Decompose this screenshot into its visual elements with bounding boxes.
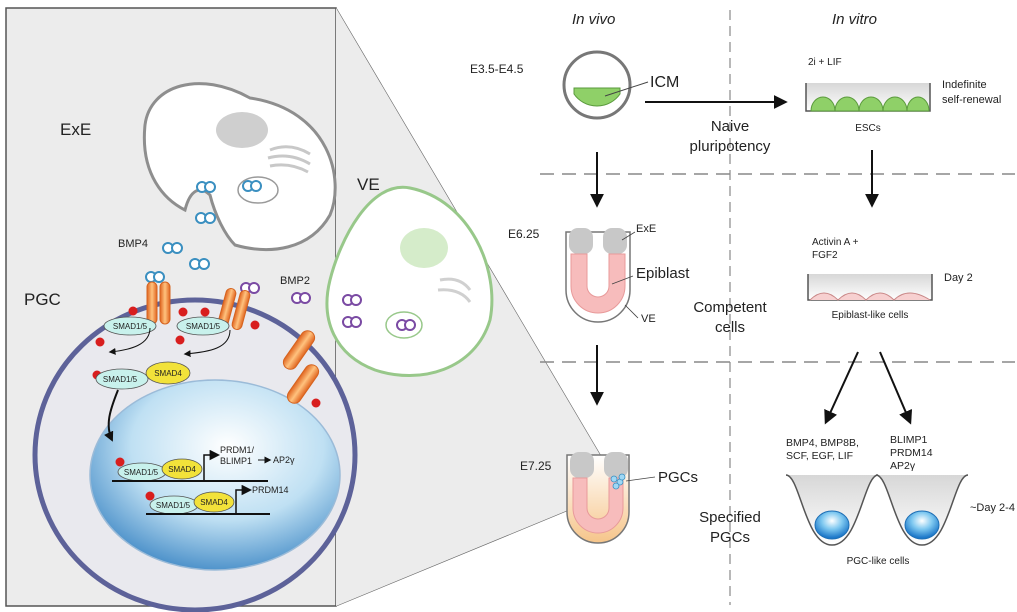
exe-small-label: ExE — [636, 223, 656, 235]
bmp2-label: BMP2 — [280, 275, 310, 287]
pgclc-well-right — [875, 474, 969, 546]
target-prdm1-line1: PRDM1/ — [220, 445, 255, 455]
pgc-label: PGC — [24, 290, 61, 309]
cond2-line2: PRDM14 — [890, 447, 933, 459]
e725-embryo — [566, 452, 630, 544]
icm-pointer — [604, 81, 649, 97]
nuclear-import-arrow — [104, 389, 119, 442]
tss-arrow-1 — [203, 449, 221, 481]
target-prdm1-line2: BLIMP1 — [220, 456, 252, 466]
target-prdm14: PRDM14 — [252, 485, 289, 495]
smad4-label-3: SMAD4 — [200, 498, 228, 507]
exe-label: ExE — [60, 120, 91, 139]
split-arrow-right — [879, 351, 913, 425]
day2-label: Day 2 — [944, 272, 973, 284]
pgclc-well-left — [785, 474, 879, 546]
self-renewal-line1: Indefinite — [942, 79, 987, 91]
pgc-like-label: PGC-like cells — [847, 556, 910, 567]
competent-label-line2: cells — [715, 319, 745, 336]
medium-2i-lif: 2i + LIF — [808, 57, 842, 68]
epiblast-like-label: Epiblast-like cells — [832, 310, 909, 321]
blastocyst — [562, 50, 632, 120]
stage-e35-label: E3.5-E4.5 — [470, 62, 524, 76]
self-renewal-line2: self-renewal — [942, 94, 1001, 106]
smad-complex-nucleus-1: SMAD1/5 SMAD4 PRDM1/ BLIMP1 AP2γ — [112, 445, 295, 482]
bmp4-label: BMP4 — [118, 238, 148, 250]
cond2-line1: BLIMP1 — [890, 434, 928, 446]
naive-label-line1: Naive — [711, 118, 749, 135]
tss-arrow-2 — [235, 484, 253, 514]
in-vitro-header: In vitro — [832, 11, 877, 28]
icm-label: ICM — [650, 74, 679, 91]
escs-label: ESCs — [855, 123, 881, 134]
day24-label: ~Day 2-4 — [970, 502, 1015, 514]
smad15-cytoplasm-2: SMAD1/5 — [176, 316, 230, 336]
split-arrow-left — [824, 351, 859, 425]
cond1-line2: SCF, EGF, LIF — [786, 450, 853, 462]
pgcs-label: PGCs — [658, 469, 698, 486]
e625-embryo — [565, 228, 631, 323]
pgc-nucleus — [89, 379, 341, 571]
epilc-dish — [807, 274, 933, 301]
activin-line1: Activin A + — [812, 237, 859, 248]
ve-nucleus — [400, 228, 448, 268]
smad15-label-4: SMAD1/5 — [124, 468, 159, 477]
smad15-label-2: SMAD1/5 — [186, 322, 221, 331]
exe-nucleus — [216, 112, 268, 148]
ve-cell — [325, 185, 494, 378]
bmp4-ligands — [145, 180, 262, 283]
receptor-arrow-2 — [183, 329, 231, 358]
smad15-label-5: SMAD1/5 — [156, 501, 191, 510]
in-vivo-header: In vivo — [572, 11, 615, 28]
left-panel: SMAD1/5 SMAD1/5 SMAD1/5 SMAD4 SMAD1/5 SM… — [5, 7, 613, 612]
smad15-label-3: SMAD1/5 — [103, 375, 138, 384]
exe-cell — [142, 82, 337, 252]
phospho-sites — [92, 306, 321, 501]
smad-complex-nucleus-2: SMAD1/5 SMAD4 PRDM14 — [146, 484, 289, 515]
cond2-line3: AP2γ — [890, 460, 916, 472]
smad15-cytoplasm-1: SMAD1/5 — [103, 316, 157, 336]
competent-label-line1: Competent — [693, 299, 767, 316]
ve-small-label: VE — [641, 313, 656, 325]
epiblast-label: Epiblast — [636, 265, 690, 282]
smad-complex-cytoplasm: SMAD1/5 SMAD4 — [95, 361, 191, 390]
smad4-label-2: SMAD4 — [168, 465, 196, 474]
right-panel: In vivo In vitro E3.5-E4.5 ICM Naive plu… — [470, 10, 1015, 605]
bmp-receptors — [146, 281, 320, 404]
esc-dish — [805, 83, 931, 112]
cond1-line1: BMP4, BMP8B, — [786, 437, 859, 449]
receptor-arrow-1 — [108, 327, 151, 355]
smad15-label-1: SMAD1/5 — [113, 322, 148, 331]
specified-label-line1: Specified — [699, 509, 761, 526]
stage-e725-label: E7.25 — [520, 459, 552, 473]
stage-e625-label: E6.25 — [508, 227, 540, 241]
ve-label: VE — [357, 175, 380, 194]
activin-line2: FGF2 — [812, 250, 838, 261]
target-ap2g: AP2γ — [273, 455, 295, 465]
smad4-label-1: SMAD4 — [154, 369, 182, 378]
naive-label-line2: pluripotency — [690, 138, 771, 155]
specified-label-line2: PGCs — [710, 529, 750, 546]
